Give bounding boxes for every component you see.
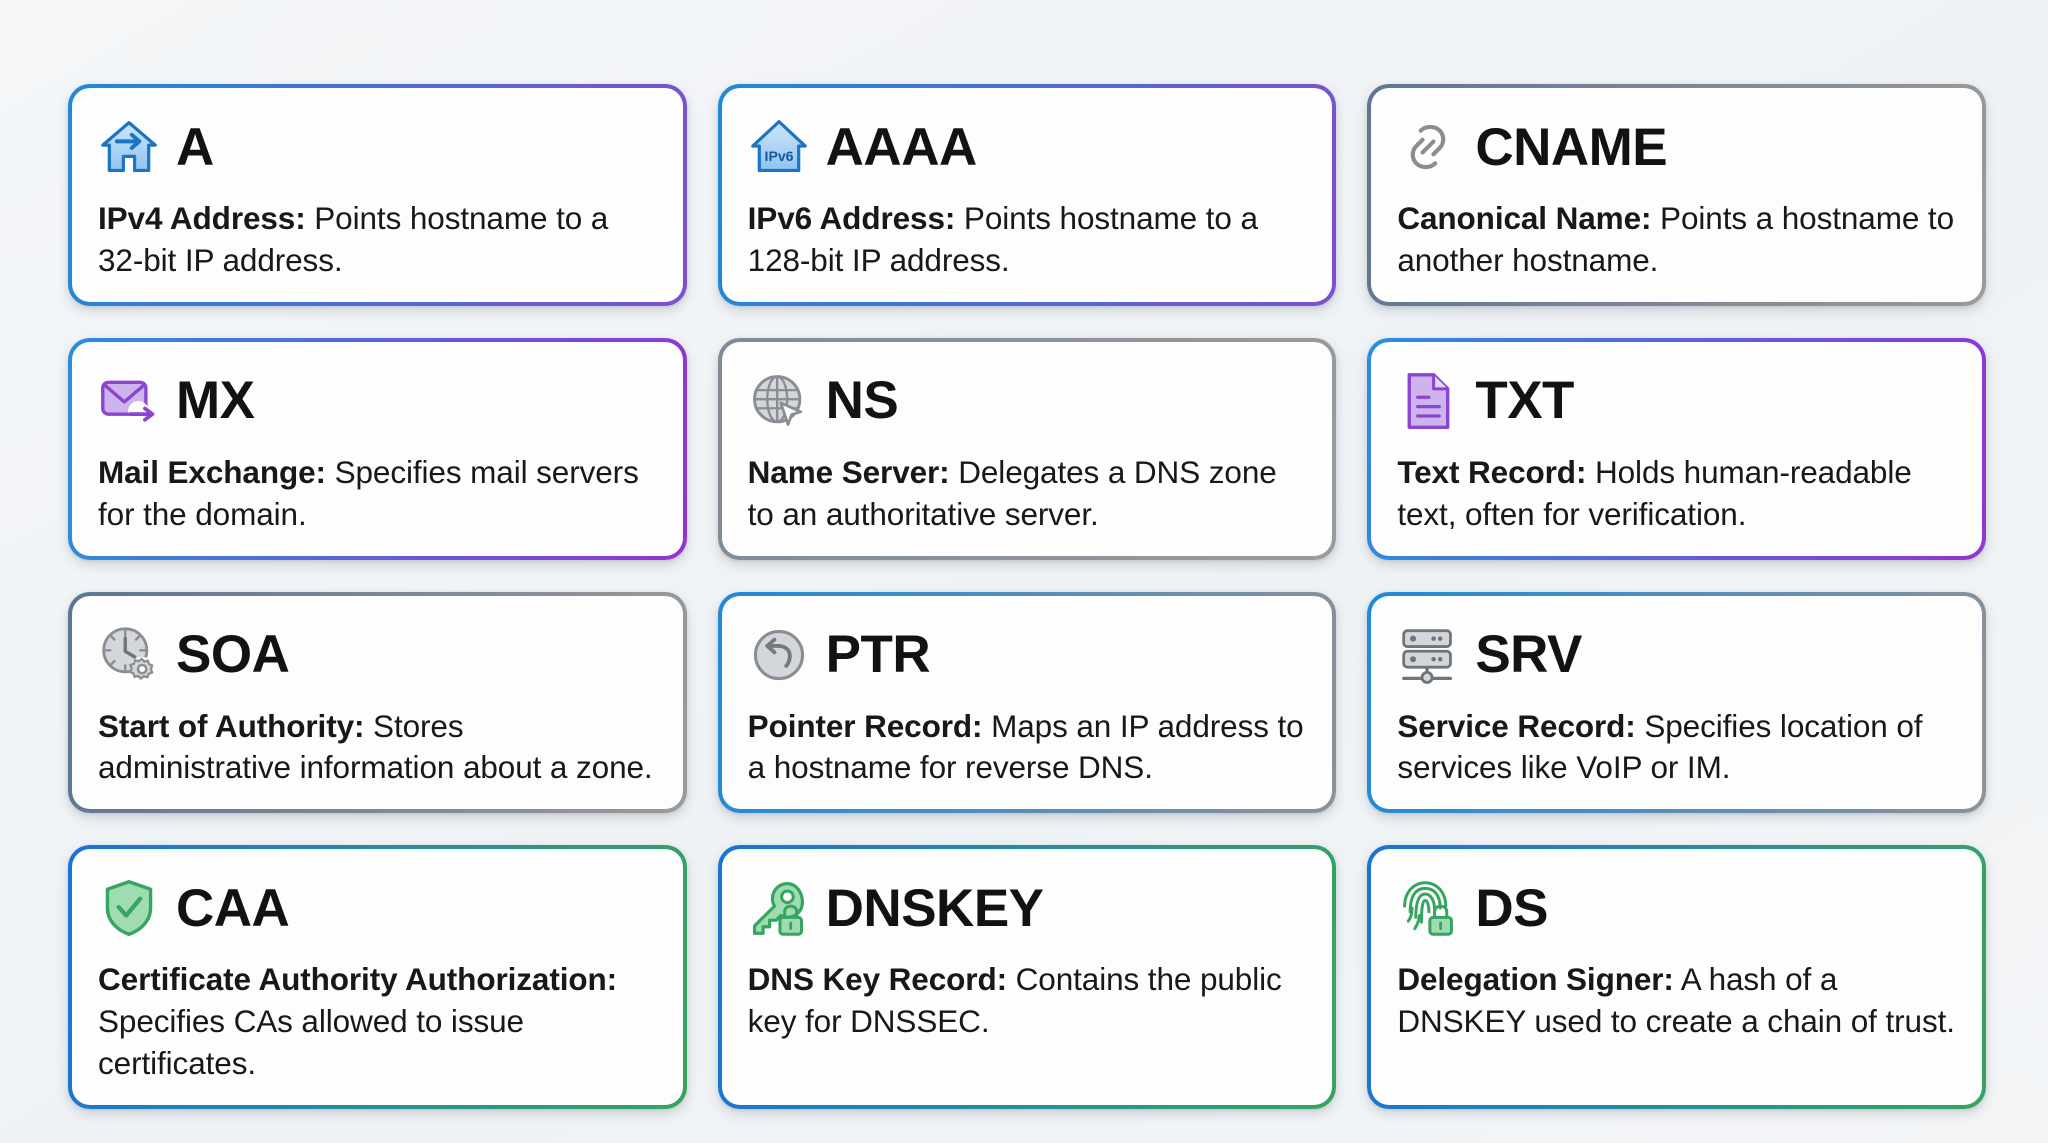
record-description: IPv4 Address: Points hostname to a 32-bi… <box>98 198 657 282</box>
card-body: IPv6 AAAA IPv6 Address: Points hostname t… <box>721 88 1333 302</box>
record-definition: Contains the public key for DNSSEC. <box>747 961 1282 1040</box>
record-type-title: DNSKEY <box>825 878 1044 938</box>
record-definition: Specifies mail servers for the domain. <box>98 453 639 532</box>
record-type-title: NS <box>825 371 899 431</box>
house-arrow-icon <box>98 116 160 178</box>
record-definition: Points hostname to a 32-bit IP address. <box>98 200 609 278</box>
record-term: DNS Key Record: <box>747 961 1007 998</box>
card-body: DS Delegation Signer: A hash of a DNSKEY … <box>1371 849 1982 1106</box>
record-type-title: TXT <box>1475 371 1574 431</box>
record-term: Mail Exchange: <box>98 453 326 490</box>
card-body: PTR Pointer Record: Maps an IP address to… <box>721 595 1333 810</box>
record-definition: Specifies CAs allowed to issue certifica… <box>98 1003 524 1082</box>
card-header: DNSKEY <box>748 871 1307 945</box>
dns-record-card-cname[interactable]: CNAME Canonical Name: Points a hostname t… <box>1367 84 1986 306</box>
card-header: TXT <box>1397 364 1956 438</box>
record-type-title: CNAME <box>1475 117 1668 177</box>
record-description: DNS Key Record: Contains the public key … <box>748 959 1307 1043</box>
dns-record-card-aaaa[interactable]: IPv6 AAAA IPv6 Address: Points hostname t… <box>717 84 1337 306</box>
card-header: NS <box>748 364 1307 438</box>
record-definition: Holds human-readable text, often for ver… <box>1397 453 1912 532</box>
record-type-title: A <box>176 117 214 177</box>
card-header: CNAME <box>1397 110 1956 184</box>
record-term: IPv4 Address: <box>98 200 306 236</box>
card-header: DS <box>1397 871 1956 945</box>
record-type-title: PTR <box>825 625 931 685</box>
fingerprint-lock-icon <box>1397 877 1459 939</box>
card-body: DNSKEY DNS Key Record: Contains the publi… <box>721 849 1333 1106</box>
record-definition: Specifies location of services like VoIP… <box>1397 707 1923 786</box>
record-type-title: AAAA <box>825 117 978 177</box>
document-lines-icon <box>1397 370 1459 432</box>
card-body: MX Mail Exchange: Specifies mail servers … <box>72 341 683 556</box>
record-description: Name Server: Delegates a DNS zone to an … <box>748 452 1307 536</box>
key-lock-icon <box>748 877 810 939</box>
record-description: Canonical Name: Points a hostname to ano… <box>1397 198 1956 282</box>
dns-record-card-txt[interactable]: TXT Text Record: Holds human-readable tex… <box>1367 337 1986 560</box>
shield-check-icon <box>98 877 160 939</box>
card-header: SRV <box>1397 618 1956 692</box>
dns-record-card-mx[interactable]: MX Mail Exchange: Specifies mail servers … <box>68 337 687 560</box>
record-type-title: DS <box>1475 878 1548 938</box>
dns-record-card-srv[interactable]: SRV Service Record: Specifies location of… <box>1367 591 1986 814</box>
chain-link-icon <box>1397 116 1459 178</box>
card-header: SOA <box>98 618 657 692</box>
record-description: Certificate Authority Authorization: Spe… <box>98 959 657 1085</box>
record-type-title: CAA <box>176 878 290 938</box>
record-term: IPv6 Address: <box>747 200 956 236</box>
card-header: CAA <box>98 871 657 945</box>
server-rack-icon <box>1397 624 1459 686</box>
card-body: CNAME Canonical Name: Points a hostname t… <box>1371 88 1982 302</box>
dns-record-card-grid: A IPv4 Address: Points hostname to a 32-b… <box>68 84 1986 1110</box>
dns-record-card-dnskey[interactable]: DNSKEY DNS Key Record: Contains the publi… <box>717 845 1337 1110</box>
record-definition: Points hostname to a 128-bit IP address. <box>747 200 1258 278</box>
card-header: MX <box>98 364 657 438</box>
record-term: Name Server: <box>747 453 950 490</box>
card-body: SOA Start of Authority: Stores administra… <box>72 595 683 810</box>
record-term: Text Record: <box>1397 453 1587 490</box>
svg-text:IPv6: IPv6 <box>764 148 793 164</box>
record-definition: A hash of a DNSKEY used to create a chai… <box>1397 961 1955 1040</box>
card-header: A <box>98 110 657 184</box>
record-term: Delegation Signer: <box>1397 961 1674 998</box>
dns-record-card-ptr[interactable]: PTR Pointer Record: Maps an IP address to… <box>717 591 1337 814</box>
dns-record-card-a[interactable]: A IPv4 Address: Points hostname to a 32-b… <box>68 84 687 306</box>
card-body: NS Name Server: Delegates a DNS zone to a… <box>721 341 1333 556</box>
card-body: TXT Text Record: Holds human-readable tex… <box>1371 341 1982 556</box>
reverse-arrow-circle-icon <box>748 624 810 686</box>
dns-record-card-soa[interactable]: SOA Start of Authority: Stores administra… <box>68 591 687 814</box>
record-description: Text Record: Holds human-readable text, … <box>1397 452 1956 536</box>
card-body: CAA Certificate Authority Authorization: … <box>72 849 683 1106</box>
record-description: IPv6 Address: Points hostname to a 128-b… <box>748 198 1307 282</box>
globe-cursor-icon <box>748 370 810 432</box>
record-description: Delegation Signer: A hash of a DNSKEY us… <box>1397 959 1956 1043</box>
house-ipv6-icon: IPv6 <box>748 116 810 178</box>
dns-record-card-caa[interactable]: CAA Certificate Authority Authorization: … <box>68 845 687 1110</box>
card-body: A IPv4 Address: Points hostname to a 32-b… <box>72 88 683 302</box>
dns-record-card-ds[interactable]: DS Delegation Signer: A hash of a DNSKEY … <box>1367 845 1986 1110</box>
record-description: Service Record: Specifies location of se… <box>1397 706 1956 790</box>
card-header: IPv6 AAAA <box>748 110 1307 184</box>
record-term: Start of Authority: <box>98 707 365 744</box>
record-definition: Delegates a DNS zone to an authoritative… <box>747 453 1277 532</box>
record-type-title: SOA <box>176 625 290 685</box>
record-term: Service Record: <box>1397 707 1636 744</box>
card-header: PTR <box>748 618 1307 692</box>
record-type-title: MX <box>176 371 255 431</box>
record-description: Mail Exchange: Specifies mail servers fo… <box>98 452 657 536</box>
record-term: Pointer Record: <box>747 707 983 744</box>
dns-record-card-ns[interactable]: NS Name Server: Delegates a DNS zone to a… <box>717 337 1337 560</box>
record-definition: Stores administrative information about … <box>98 707 653 786</box>
envelope-arrow-icon <box>98 370 160 432</box>
record-description: Start of Authority: Stores administrativ… <box>98 706 657 790</box>
record-definition: Points a hostname to another hostname. <box>1397 200 1954 278</box>
card-body: SRV Service Record: Specifies location of… <box>1371 595 1982 810</box>
record-term: Certificate Authority Authorization: <box>98 961 618 998</box>
record-term: Canonical Name: <box>1397 200 1652 236</box>
clock-gear-icon <box>98 624 160 686</box>
record-type-title: SRV <box>1475 625 1582 685</box>
record-definition: Maps an IP address to a hostname for rev… <box>747 707 1304 786</box>
record-description: Pointer Record: Maps an IP address to a … <box>748 706 1307 790</box>
